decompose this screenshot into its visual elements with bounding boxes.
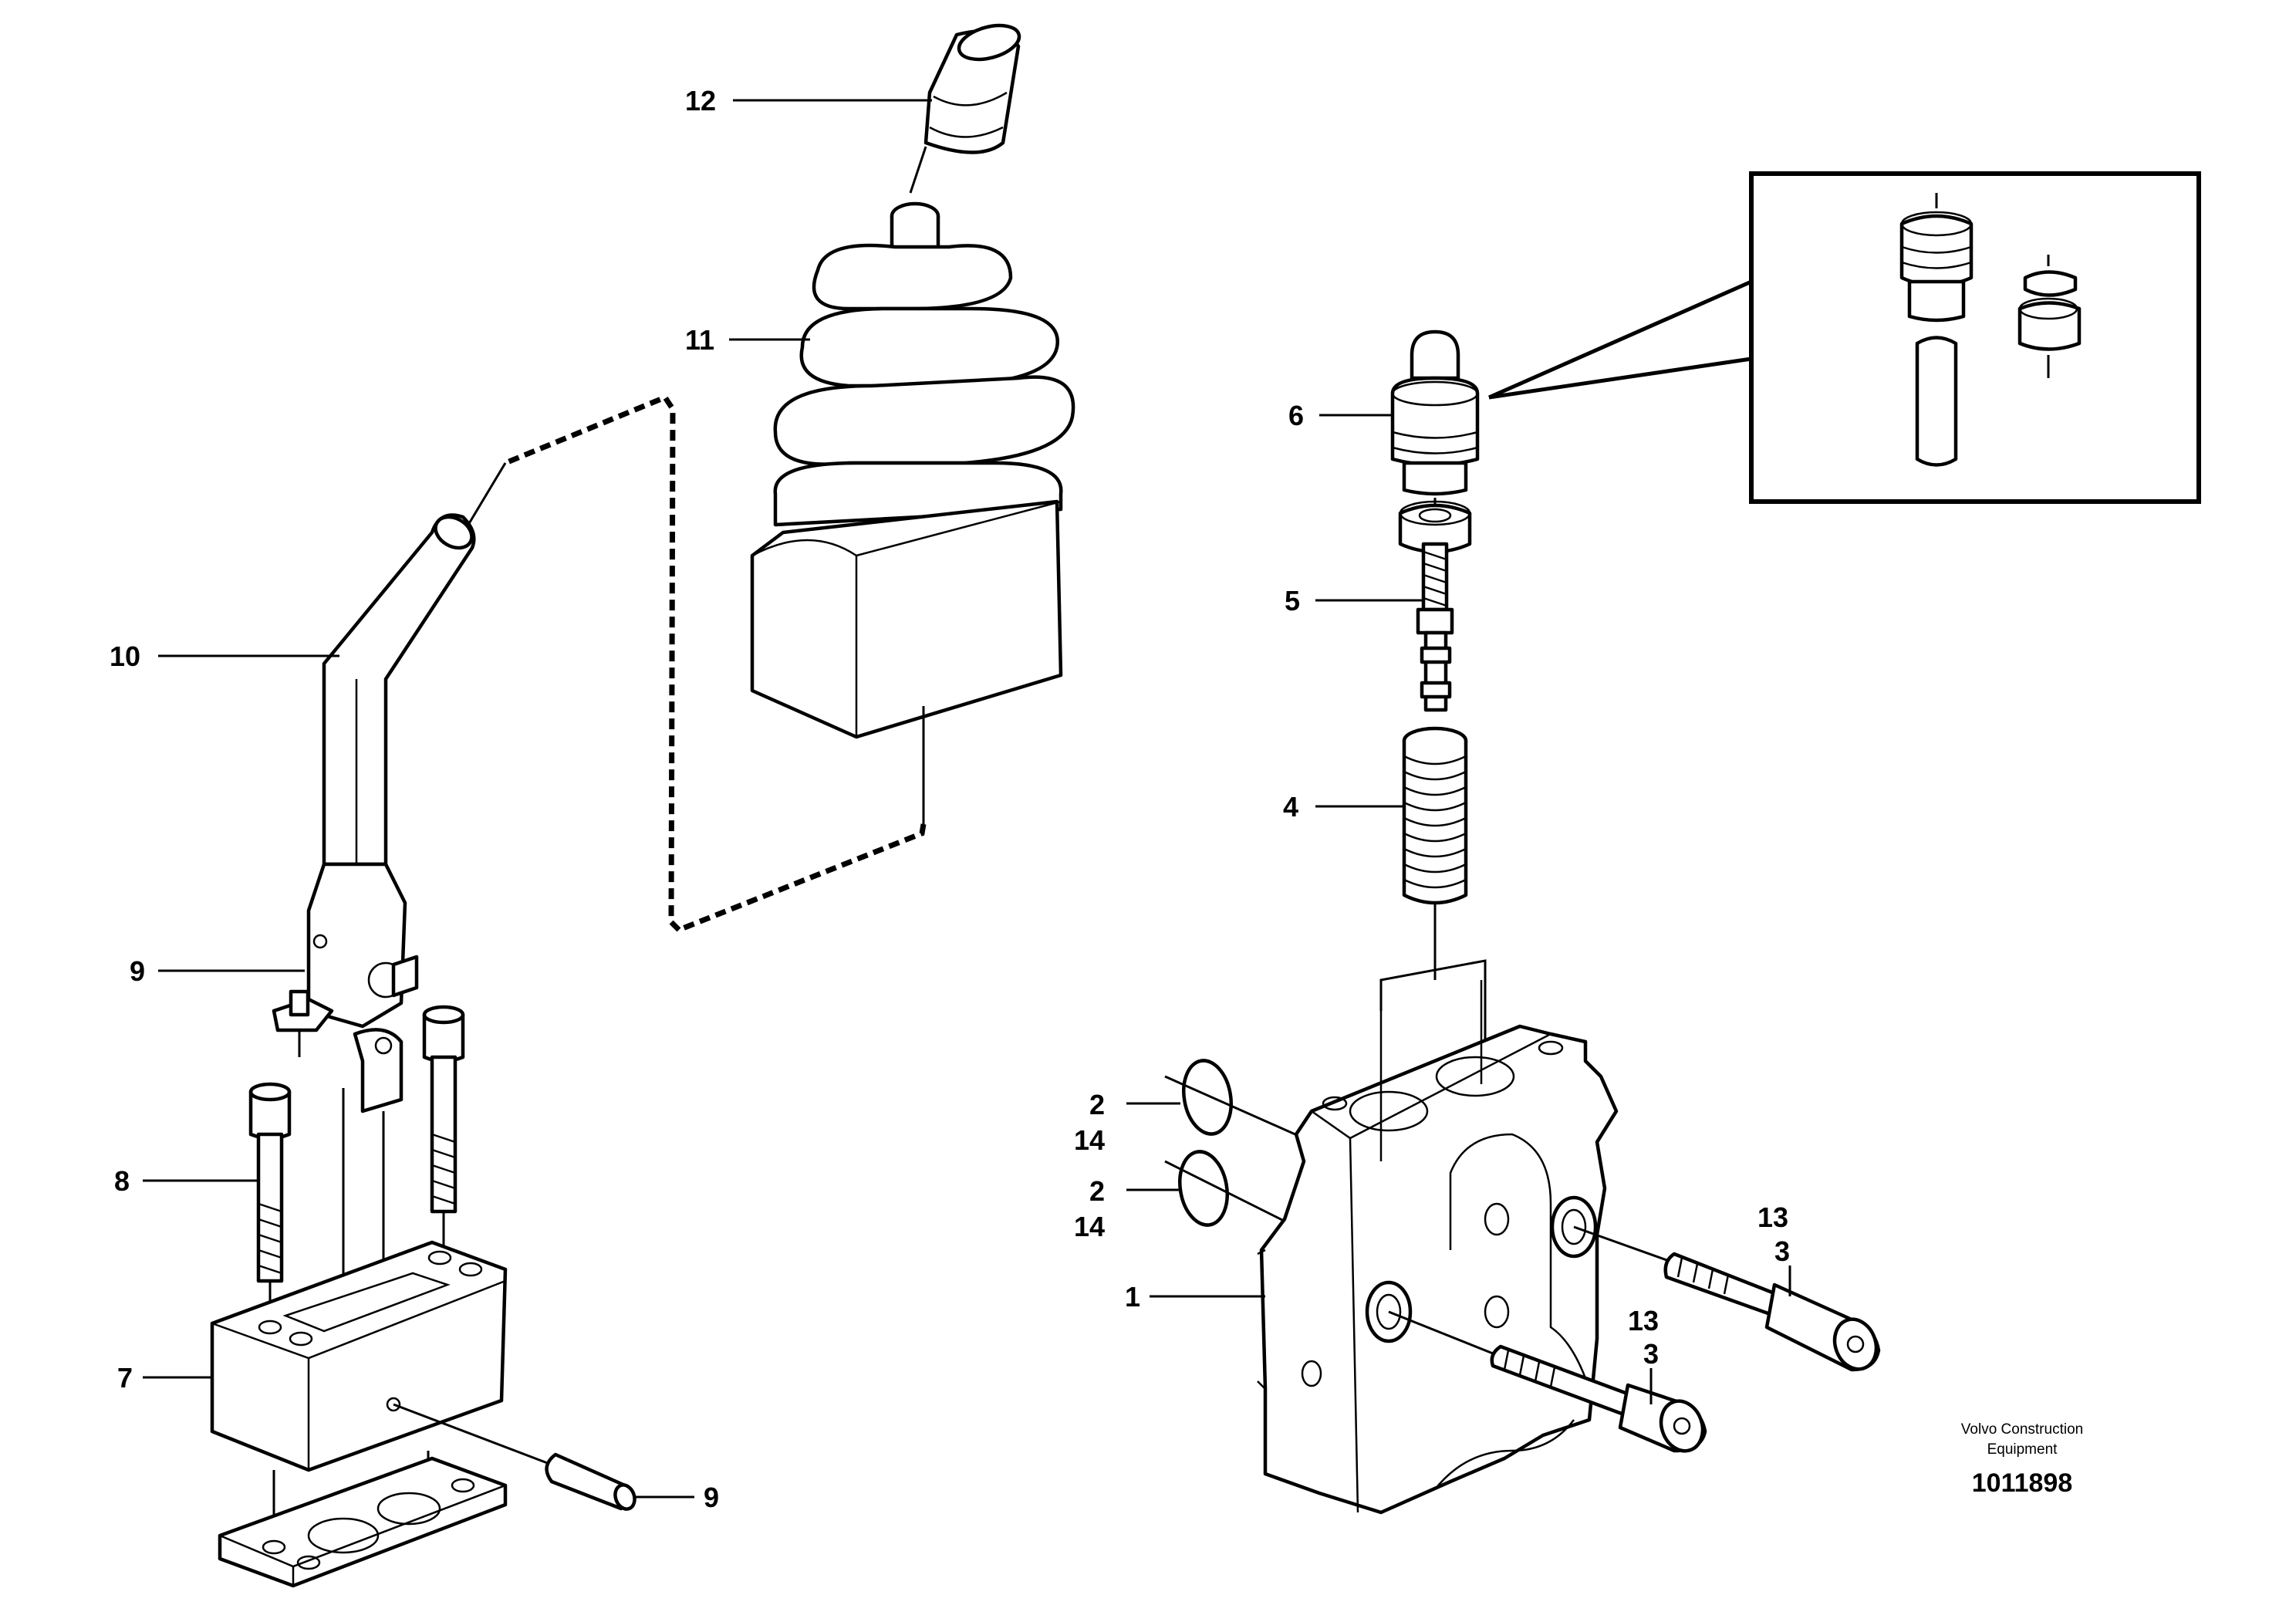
footer: Volvo Construction Equipment 1011898: [1961, 1421, 2083, 1498]
callout-8: 8: [114, 1165, 130, 1197]
part-8-screws: [248, 1005, 465, 1327]
callout-14-first: 14: [1074, 1124, 1105, 1156]
part-13-screw-upper: [1573, 1225, 1881, 1372]
brand-line-2: Equipment: [1987, 1441, 2058, 1458]
leader-lines: [143, 99, 1791, 1499]
callout-5: 5: [1285, 585, 1300, 617]
part-1-valve-section: [1257, 980, 1619, 1515]
callout-7: 7: [117, 1362, 133, 1394]
callout-3-lower: 3: [1643, 1338, 1659, 1370]
callout-1: 1: [1125, 1281, 1140, 1313]
callout-4: 4: [1283, 791, 1298, 823]
callout-6: 6: [1288, 400, 1304, 431]
part-5-spool: [1398, 500, 1472, 712]
part-9-pin: [545, 1452, 636, 1511]
part-11-boot: [750, 201, 1075, 826]
callout-labels: 12 11 10 6 5 4 9 8 7 9 2 14 2 14 1 13 3 …: [110, 85, 1790, 1513]
part-13-screw-lower: [1388, 1310, 1707, 1453]
callout-9-lower: 9: [704, 1482, 719, 1513]
callout-13-lower: 13: [1628, 1305, 1659, 1336]
callout-2-second: 2: [1089, 1175, 1105, 1207]
part-9-lever-bracket: [272, 862, 419, 1316]
brand-line-1: Volvo Construction: [1961, 1421, 2083, 1438]
callout-10: 10: [110, 640, 140, 672]
callout-14-second: 14: [1074, 1211, 1105, 1242]
callout-2-first: 2: [1089, 1089, 1105, 1120]
callout-11: 11: [685, 324, 714, 356]
base-plate: [218, 1456, 508, 1588]
callout-12: 12: [685, 85, 716, 117]
drawing-number: 1011898: [1972, 1468, 2073, 1498]
callout-13-upper: 13: [1757, 1201, 1788, 1233]
callout-3-upper: 3: [1774, 1235, 1790, 1267]
detail-inset: [1487, 171, 2201, 504]
o-rings: [1164, 1059, 1305, 1228]
part-12-knob: [909, 23, 1021, 194]
part-4-spring: [1379, 726, 1487, 1046]
part-10-lever: [322, 513, 476, 867]
part-6-cap: [1390, 329, 1480, 517]
callout-9-upper: 9: [130, 955, 145, 987]
